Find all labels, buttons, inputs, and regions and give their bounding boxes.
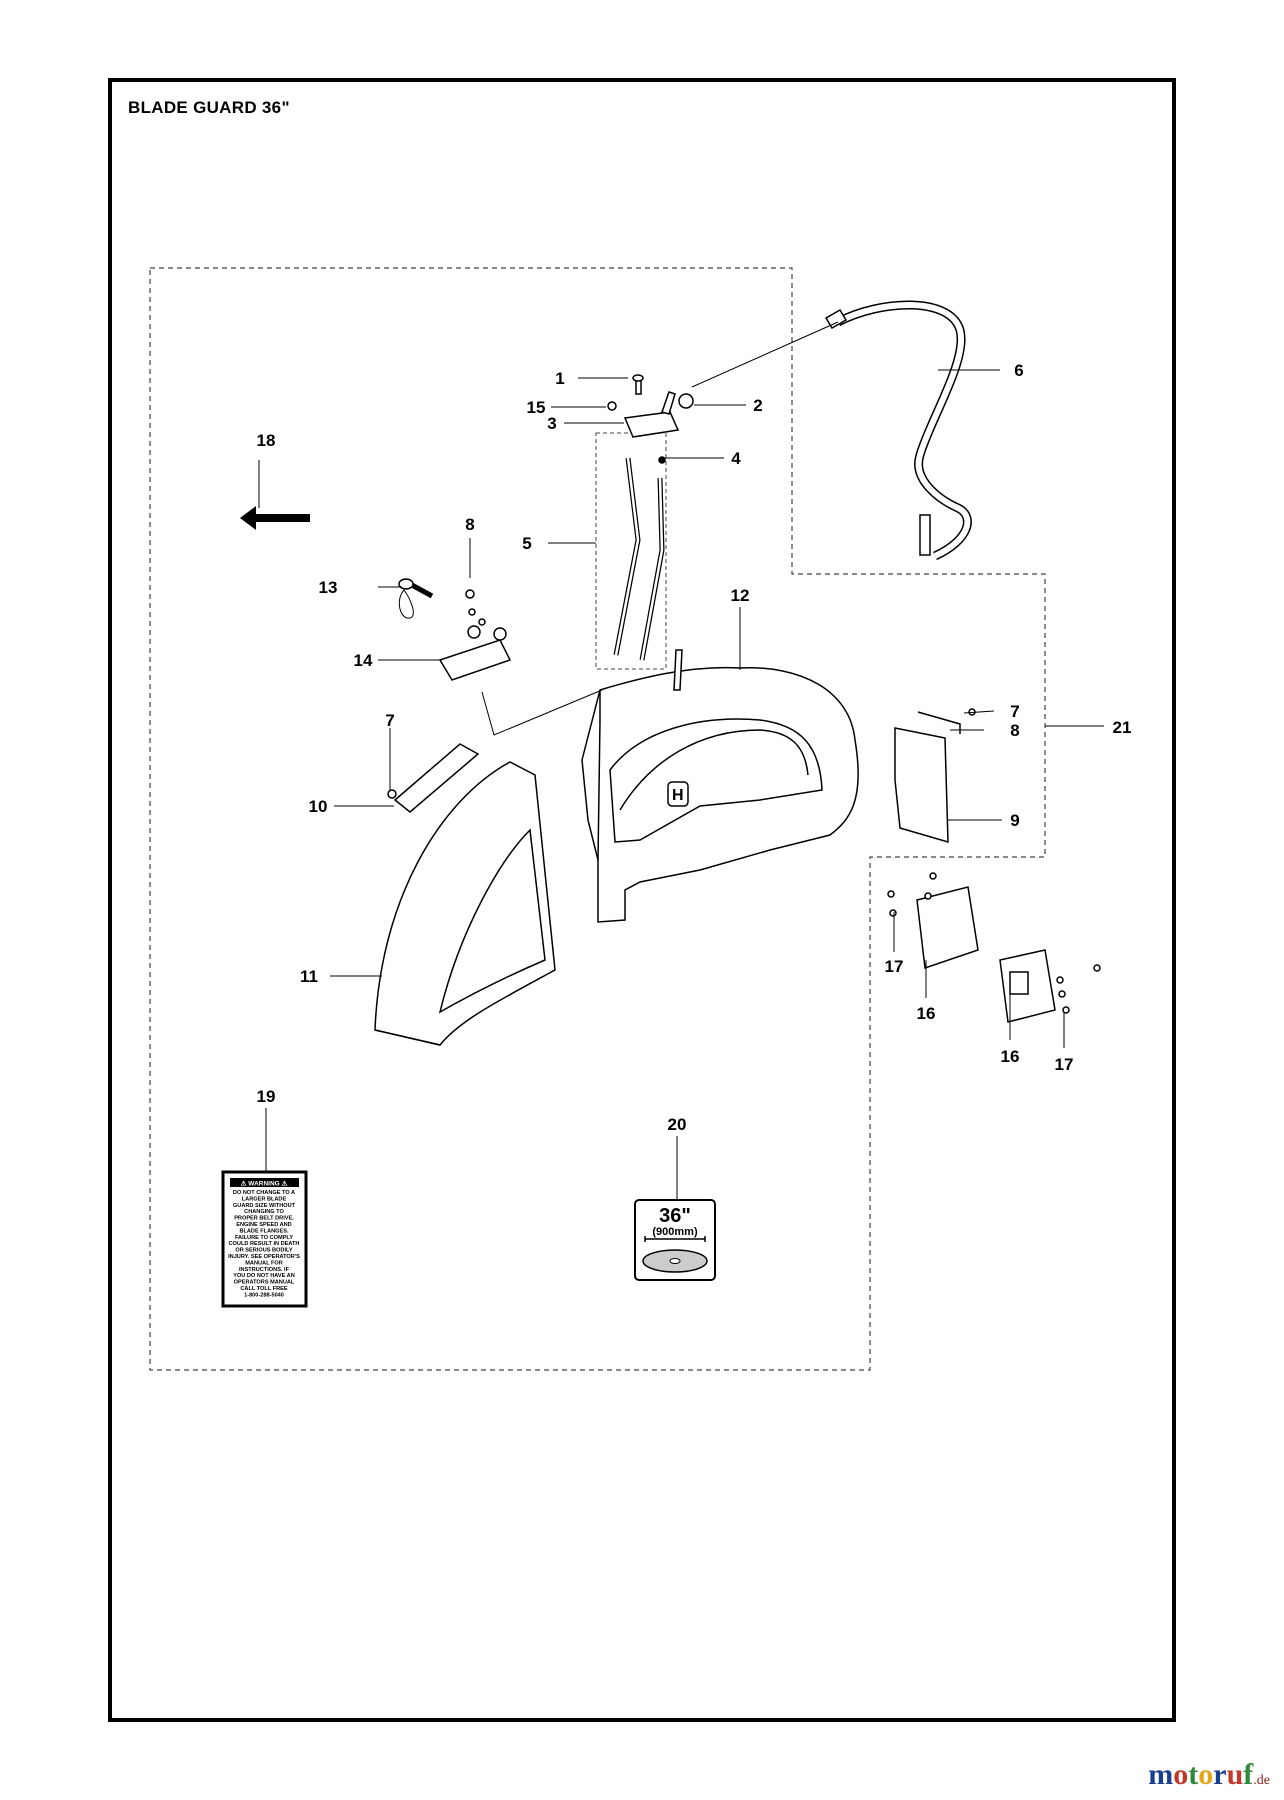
warning-decal-line: INJURY. SEE OPERATOR'S [228,1254,300,1260]
main-blade-guard-part: H [581,649,859,923]
svg-text:H: H [672,787,684,804]
warning-decal-line: OPERATORS MANUAL [234,1280,295,1286]
outer-guard-segment-part [374,761,556,1046]
warning-decal-line: DO NOT CHANGE TO A [233,1190,295,1196]
warning-decal-line: CHANGING TO [244,1209,284,1215]
warning-decal-line: ENGINE SPEED AND [236,1222,291,1228]
callout-2: 2 [753,396,762,415]
warning-decal-line: LARGER BLADE [242,1196,287,1202]
warning-decal-line: MANUAL FOR [245,1260,283,1266]
warning-decal-line: PROPER BELT DRIVE, [234,1216,294,1222]
rod-part [613,457,665,661]
size-decal-metric: (900mm) [652,1226,698,1238]
callout-12: 12 [731,586,750,605]
warning-decal-line: FAILURE TO COMPLY [235,1235,293,1241]
warning-decal-line: BLADE FLANGES. [239,1228,289,1234]
warning-decal-heading: ⚠ WARNING ⚠ [241,1180,289,1188]
callout-11: 11 [300,967,318,986]
callout-14: 14 [354,651,373,670]
leader-lines [258,321,1104,1200]
warning-decal-line: INSTRUCTIONS. IF [239,1267,290,1273]
callout-19: 19 [257,1087,276,1106]
water-hose-part [824,300,972,561]
warning-decal-line: GUARD SIZE WITHOUT [233,1203,296,1209]
callout-15: 15 [527,398,546,417]
callout-3: 3 [547,414,556,433]
callout-4: 4 [731,449,741,468]
watermark-letter: o [1198,1758,1214,1791]
watermark-logo: motoruf.de [1148,1758,1270,1792]
watermark-letter: o [1173,1758,1189,1791]
size-decal: 36" (900mm) [634,1199,716,1281]
warning-decal-line: CALL TOLL FREE [240,1286,288,1292]
mounting-plates [887,872,1101,1023]
callout-18: 18 [257,431,276,450]
valve-assembly [607,374,694,464]
callout-17-right: 17 [1055,1055,1074,1074]
size-decal-size: 36" [659,1205,691,1227]
warning-decal-line: OR SERIOUS BODILY [235,1248,293,1254]
callout-7-right: 7 [1010,702,1019,721]
callout-8-right: 8 [1010,721,1019,740]
watermark-letter: f [1243,1758,1254,1791]
callout-numbers: 1 2 3 4 5 6 7 7 8 8 9 10 11 12 13 14 15 … [257,361,1132,1134]
callout-13: 13 [319,578,338,597]
callout-1: 1 [555,369,564,388]
bracket-part-10 [387,743,480,813]
callout-7-left: 7 [385,711,394,730]
warning-decal-line: COULD RESULT IN DEATH [229,1241,300,1247]
callout-21: 21 [1113,718,1132,737]
watermark-tld: .de [1253,1773,1270,1788]
direction-arrow [240,506,310,530]
callout-9: 9 [1010,811,1019,830]
flap-part-9 [894,708,976,844]
hinge-assembly [398,578,512,681]
callout-17-left: 17 [885,957,904,976]
callout-6: 6 [1014,361,1023,380]
watermark-letter: u [1226,1758,1244,1791]
watermark-brand: motoruf [1148,1758,1253,1791]
callout-20: 20 [668,1115,687,1134]
diagram-frame [108,78,1176,1722]
callout-16-left: 16 [917,1004,936,1023]
diagram-title: BLADE GUARD 36" [128,98,290,117]
callout-16-right: 16 [1001,1047,1020,1066]
callout-5: 5 [522,534,531,553]
warning-decal-line: YOU DO NOT HAVE AN [233,1273,295,1279]
callout-8-left: 8 [465,515,474,534]
watermark-letter: m [1148,1758,1174,1791]
callout-10: 10 [309,797,328,816]
warning-decal-line: 1-800-288-5040 [244,1292,284,1298]
watermark-letter: r [1213,1758,1227,1791]
watermark-letter: t [1188,1758,1199,1791]
